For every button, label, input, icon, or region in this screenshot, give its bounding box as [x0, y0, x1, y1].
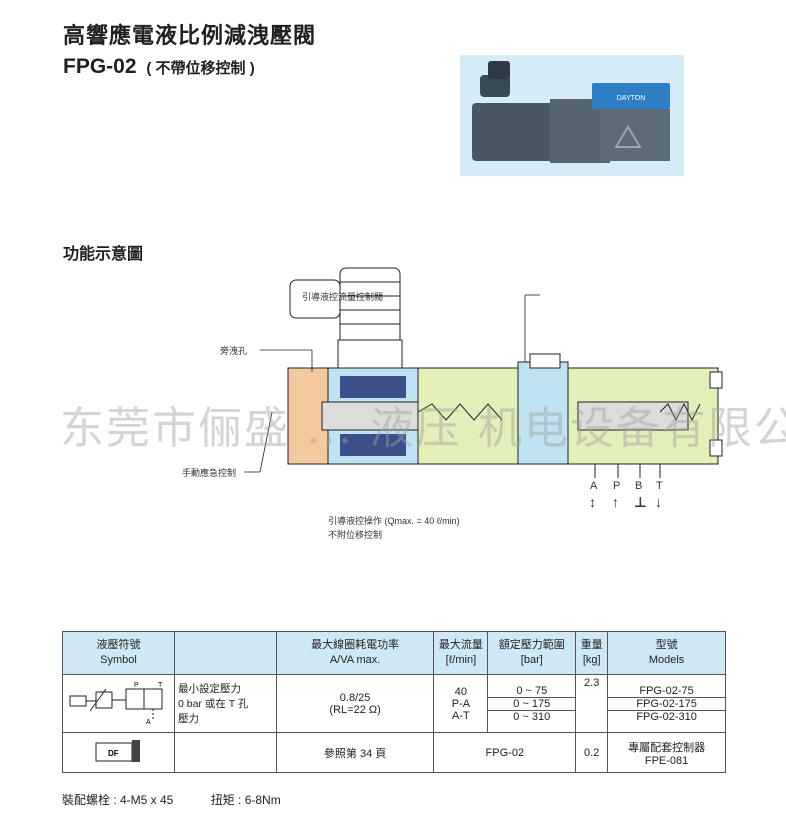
header-power: 最大線圈耗電功率 A/VA max. — [275, 631, 435, 675]
flow-cell: 40 P-A A-T — [433, 674, 489, 733]
section-title: 功能示意圖 — [63, 246, 144, 263]
flow-line3: A-T — [452, 709, 470, 722]
header-pressure: 額定壓力範圍 [bar] — [487, 631, 577, 675]
pressure-75: 0 ~ 75 — [488, 685, 576, 698]
header-symbol-en: Symbol — [100, 654, 137, 666]
label-bleed-hole: 旁洩孔 — [220, 346, 248, 356]
model-310: FPG-02-310 — [636, 710, 697, 723]
desc-line3: 壓力 — [177, 713, 199, 725]
port-label-a: A — [590, 480, 598, 492]
desc-line1: 最小設定壓力 — [177, 683, 241, 695]
header-symbol-cn: 液壓符號 — [96, 639, 141, 651]
tightening-torque: 扭矩 : 6-8Nm — [210, 793, 281, 807]
pressure-cell: 0 ~ 75 0 ~ 175 0 ~ 310 — [487, 674, 577, 733]
controller-weight-cell: 0.2 — [575, 732, 609, 773]
power-line1: 0.8/25 — [339, 691, 371, 704]
table-header-row: 液壓符號 Symbol 最大線圈耗電功率 A/VA max. 最大流量 [ℓ/m… — [62, 631, 726, 675]
model-heading: FPG-02 ( 不帶位移控制 ) — [63, 55, 255, 79]
table-row: DF 參照第 34 頁 FPG-02 0.2 專屬配套控制器 FPE-081 — [62, 732, 726, 773]
pilot-note-line2: 不附位移控制 — [328, 530, 383, 540]
header-models: 型號 Models — [607, 631, 726, 675]
controller-name-cell: 專屬配套控制器 FPE-081 — [607, 732, 726, 773]
spec-table: 液壓符號 Symbol 最大線圈耗電功率 A/VA max. 最大流量 [ℓ/m… — [62, 631, 726, 773]
model-75: FPG-02-75 — [608, 685, 725, 698]
header-power-cn: 最大線圈耗電功率 — [311, 639, 400, 651]
weight-cell: 2.3 — [575, 674, 609, 733]
symbol-port-t: T — [158, 682, 163, 689]
header-weight-cn: 重量 — [580, 639, 603, 651]
header-pressure-en: [bar] — [520, 654, 543, 666]
port-label-p: P — [613, 480, 621, 492]
port-arrow-t-icon: ↓ — [655, 494, 662, 510]
pressure-310: 0 ~ 310 — [513, 710, 551, 723]
valve-photo-illustration: DAYTON — [460, 55, 684, 176]
port-arrow-b-icon: ⊥ — [634, 494, 647, 510]
model-name: FPG-02 — [63, 55, 137, 78]
header-flow: 最大流量 [ℓ/min] — [433, 631, 489, 675]
reference-cell: 參照第 34 頁 — [275, 732, 435, 773]
header-models-cn: 型號 — [655, 639, 678, 651]
symbol-port-p: P — [134, 682, 139, 689]
desc-line2: 0 bar 或在 T 孔 — [177, 698, 249, 710]
blank-cell — [173, 732, 277, 773]
power-line2: (RL=22 Ω) — [329, 703, 381, 716]
header-weight: 重量 [kg] — [575, 631, 609, 675]
controller-name-line1: 專屬配套控制器 — [628, 741, 706, 754]
photo-badge: DAYTON — [617, 95, 646, 102]
valve-cross-section — [244, 267, 723, 478]
controller-name-line2: FPE-081 — [644, 754, 689, 767]
label-pilot-flow-valve: 引導液控流量控制閥 — [302, 292, 384, 302]
controller-model-cell: FPG-02 — [433, 732, 577, 773]
header-flow-en: [ℓ/min] — [445, 654, 477, 666]
pilot-note-line1: 引導液控操作 (Qmax. = 40 ℓ/min) — [328, 516, 460, 526]
header-flow-cn: 最大流量 — [438, 639, 483, 651]
header-weight-en: [kg] — [582, 654, 601, 666]
model-note: ( 不帶位移控制 ) — [146, 60, 255, 77]
watermark: 东莞市俪盛 ... 液压 机电设备有限公司 — [60, 403, 786, 454]
model-175: FPG-02-175 — [608, 698, 725, 711]
proportional-valve-symbol-icon: P T A — [69, 682, 163, 726]
header-symbol: 液壓符號 Symbol — [62, 631, 175, 675]
symbol-port-a: A — [146, 719, 151, 726]
label-manual-override: 手動應急控制 — [182, 468, 237, 478]
flow-line2: P-A — [451, 697, 471, 710]
header-models-en: Models — [648, 654, 685, 666]
port-arrow-a-icon: ↕ — [589, 494, 596, 510]
controller-symbol: DF — [62, 732, 175, 773]
port-label-b: B — [635, 480, 643, 492]
header-power-en: A/VA max. — [329, 654, 381, 666]
controller-card-icon: DF — [95, 740, 141, 762]
hydraulic-symbol: P T A — [62, 674, 175, 733]
footer: 裝配螺栓 : 4-M5 x 45 扭矩 : 6-8Nm — [62, 791, 315, 808]
header-pressure-cn: 額定壓力範圍 — [498, 639, 565, 651]
controller-symbol-label: DF — [108, 749, 119, 758]
page-title: 高響應電液比例減洩壓閥 — [63, 23, 317, 48]
models-cell: FPG-02-75 FPG-02-175 FPG-02-310 — [607, 674, 726, 733]
table-row: P T A 最小設定壓力 0 bar 或在 T 孔 壓力 0.8/25 (RL=… — [62, 674, 726, 733]
port-label-t: T — [656, 480, 663, 492]
power-cell: 0.8/25 (RL=22 Ω) — [275, 674, 435, 733]
header-blank — [173, 631, 277, 675]
functional-diagram: 引導液控流量控制閥 旁洩孔 手動應急控制 A P B T ↕ ↑ ⊥ ↓ 引導液… — [182, 262, 730, 582]
port-arrow-p-icon: ↑ — [612, 494, 619, 510]
flow-line1: 40 — [454, 685, 468, 698]
pressure-175: 0 ~ 175 — [488, 698, 576, 711]
description-cell: 最小設定壓力 0 bar 或在 T 孔 壓力 — [173, 674, 277, 733]
mounting-bolts: 裝配螺栓 : 4-M5 x 45 — [62, 793, 174, 807]
product-photo: DAYTON — [460, 55, 684, 176]
